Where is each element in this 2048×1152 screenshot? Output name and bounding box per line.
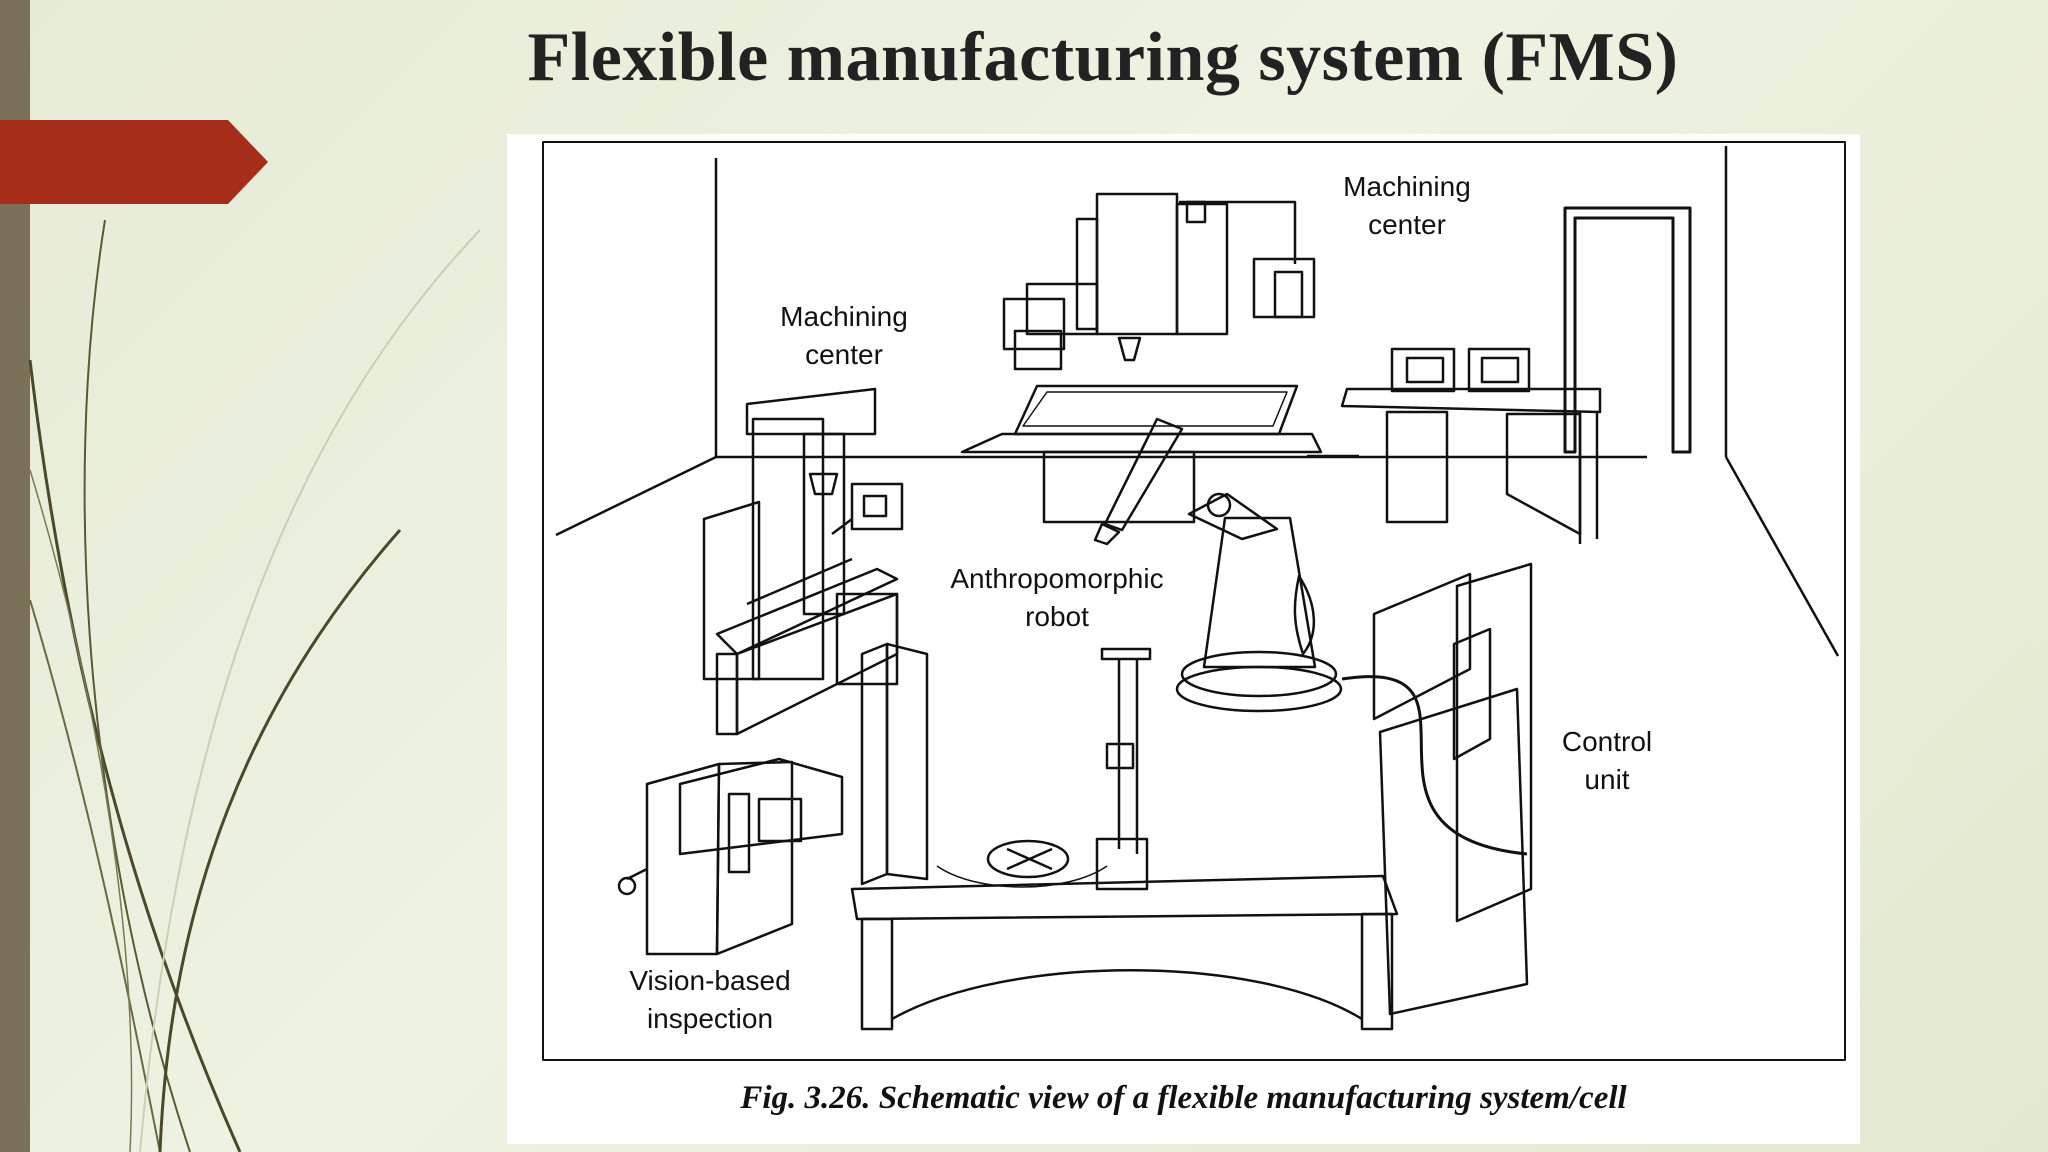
label-anthropomorphic-robot: Anthropomorphic robot bbox=[950, 563, 1164, 632]
label-vision-inspection: Vision-based inspection bbox=[629, 965, 791, 1034]
label-machining-center-top: Machining center bbox=[1343, 171, 1471, 240]
title-arrow-tab bbox=[0, 120, 268, 204]
fms-schematic-drawing bbox=[542, 141, 1846, 1061]
label-control-unit: Control unit bbox=[1561, 726, 1653, 795]
decorative-swoosh bbox=[28, 219, 481, 1152]
slide-title: Flexible manufacturing system (FMS) bbox=[527, 19, 1679, 96]
fms-schematic-figure: Machining center Machining center Anthro… bbox=[507, 134, 1860, 1144]
figure-caption: Fig. 3.26. Schematic view of a flexible … bbox=[740, 1080, 1627, 1116]
label-machining-center-left: Machining center bbox=[780, 301, 908, 370]
